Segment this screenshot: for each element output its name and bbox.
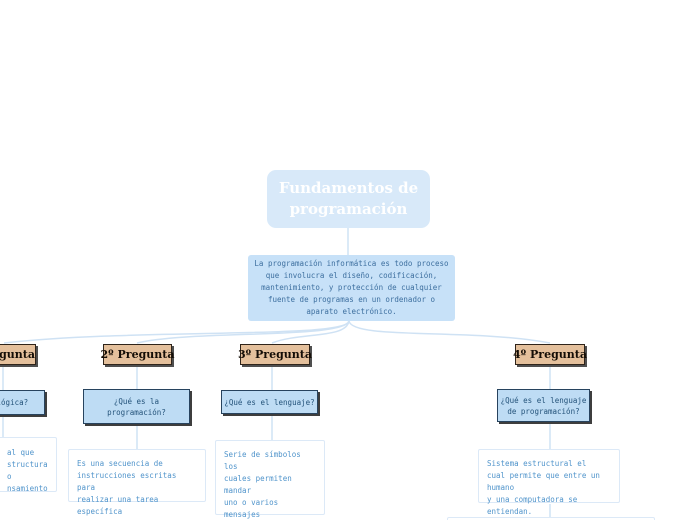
description-node[interactable]: La programación informática es todo proc…: [248, 255, 455, 321]
connector-desc-branch1: [3, 320, 350, 344]
branch4-subnode[interactable]: [447, 517, 655, 520]
branch4-header[interactable]: 4º Pregunta: [513, 344, 587, 365]
branch4-question[interactable]: ¿Qué es el lenguaje de programación?: [497, 389, 590, 422]
connector-desc-branch2: [136, 320, 350, 344]
branch1-question[interactable]: ¿Qué es la lógica?: [0, 390, 45, 415]
branch2-header[interactable]: 2º Pregunta: [101, 344, 174, 365]
branch3-header[interactable]: 3º Pregunta: [238, 344, 312, 365]
branch2-answer[interactable]: Es una secuencia de instrucciones escrit…: [68, 449, 206, 520]
branch4-answer[interactable]: Sistema estructural el cual permite que …: [478, 449, 620, 520]
branch1-answer-text: al que structura o nsamiento: [7, 448, 48, 493]
branch2-question[interactable]: ¿Qué es la programación?: [83, 389, 190, 424]
branch3-answer[interactable]: Serie de símbolos los cuales permiten ma…: [215, 440, 325, 519]
connector-desc-branch3: [271, 320, 350, 344]
connector-desc-branch4: [348, 320, 551, 344]
branch3-question[interactable]: ¿Qué es el lenguaje?: [221, 390, 318, 414]
root-node-title[interactable]: Fundamentos de programación: [267, 170, 430, 228]
branch1-answer[interactable]: al que structura o nsamiento: [0, 437, 57, 493]
branch1-header[interactable]: 1º Pregunta: [0, 344, 36, 365]
